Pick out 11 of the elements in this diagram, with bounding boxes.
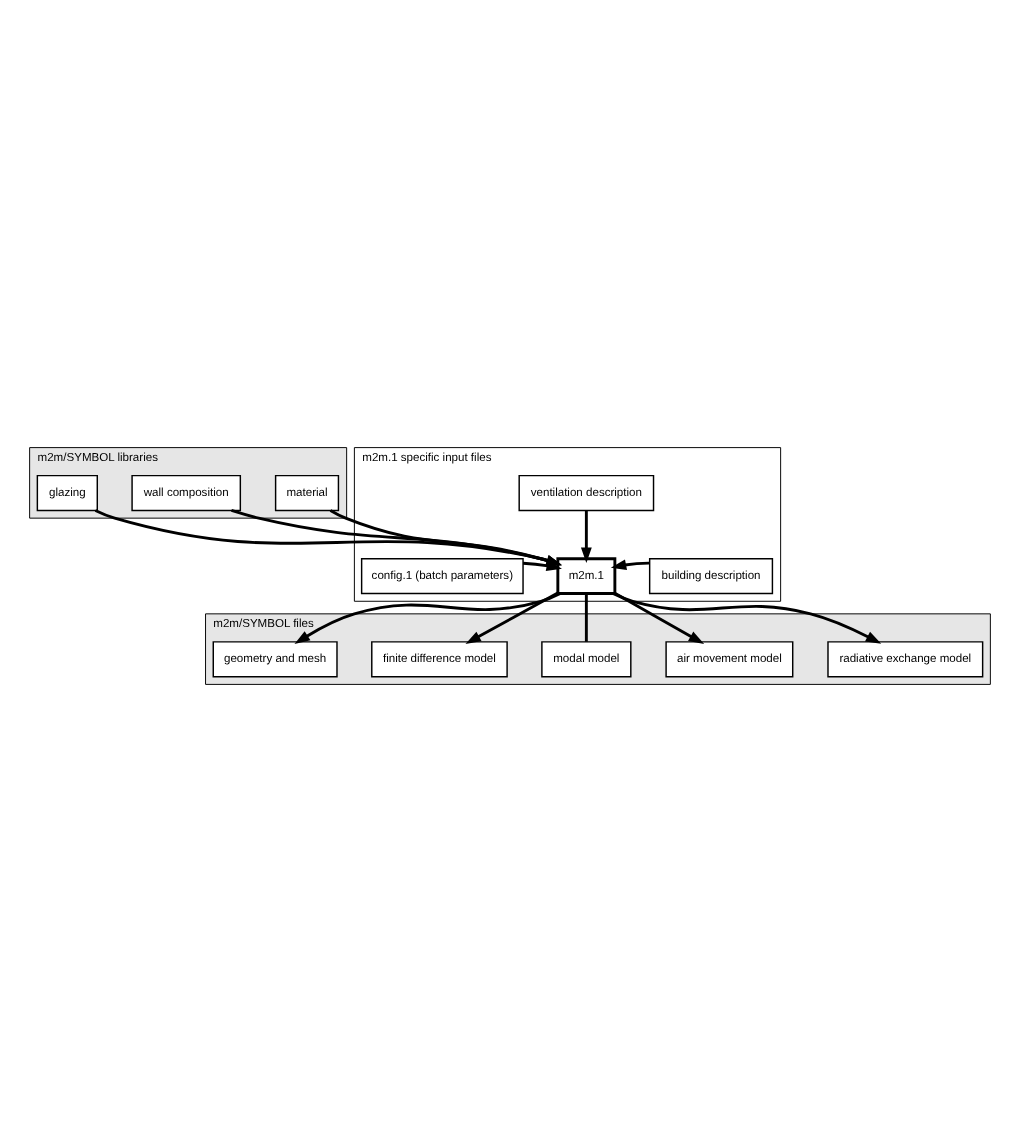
arrow xyxy=(94,509,562,566)
connector xyxy=(584,593,588,642)
arrow xyxy=(580,510,592,564)
arrow xyxy=(523,560,562,572)
arrow xyxy=(294,592,561,645)
arrow xyxy=(610,559,650,571)
arrow xyxy=(614,592,705,644)
arrow xyxy=(612,592,882,644)
arrow xyxy=(465,591,559,644)
arrow xyxy=(231,509,562,566)
arrow xyxy=(329,509,562,566)
